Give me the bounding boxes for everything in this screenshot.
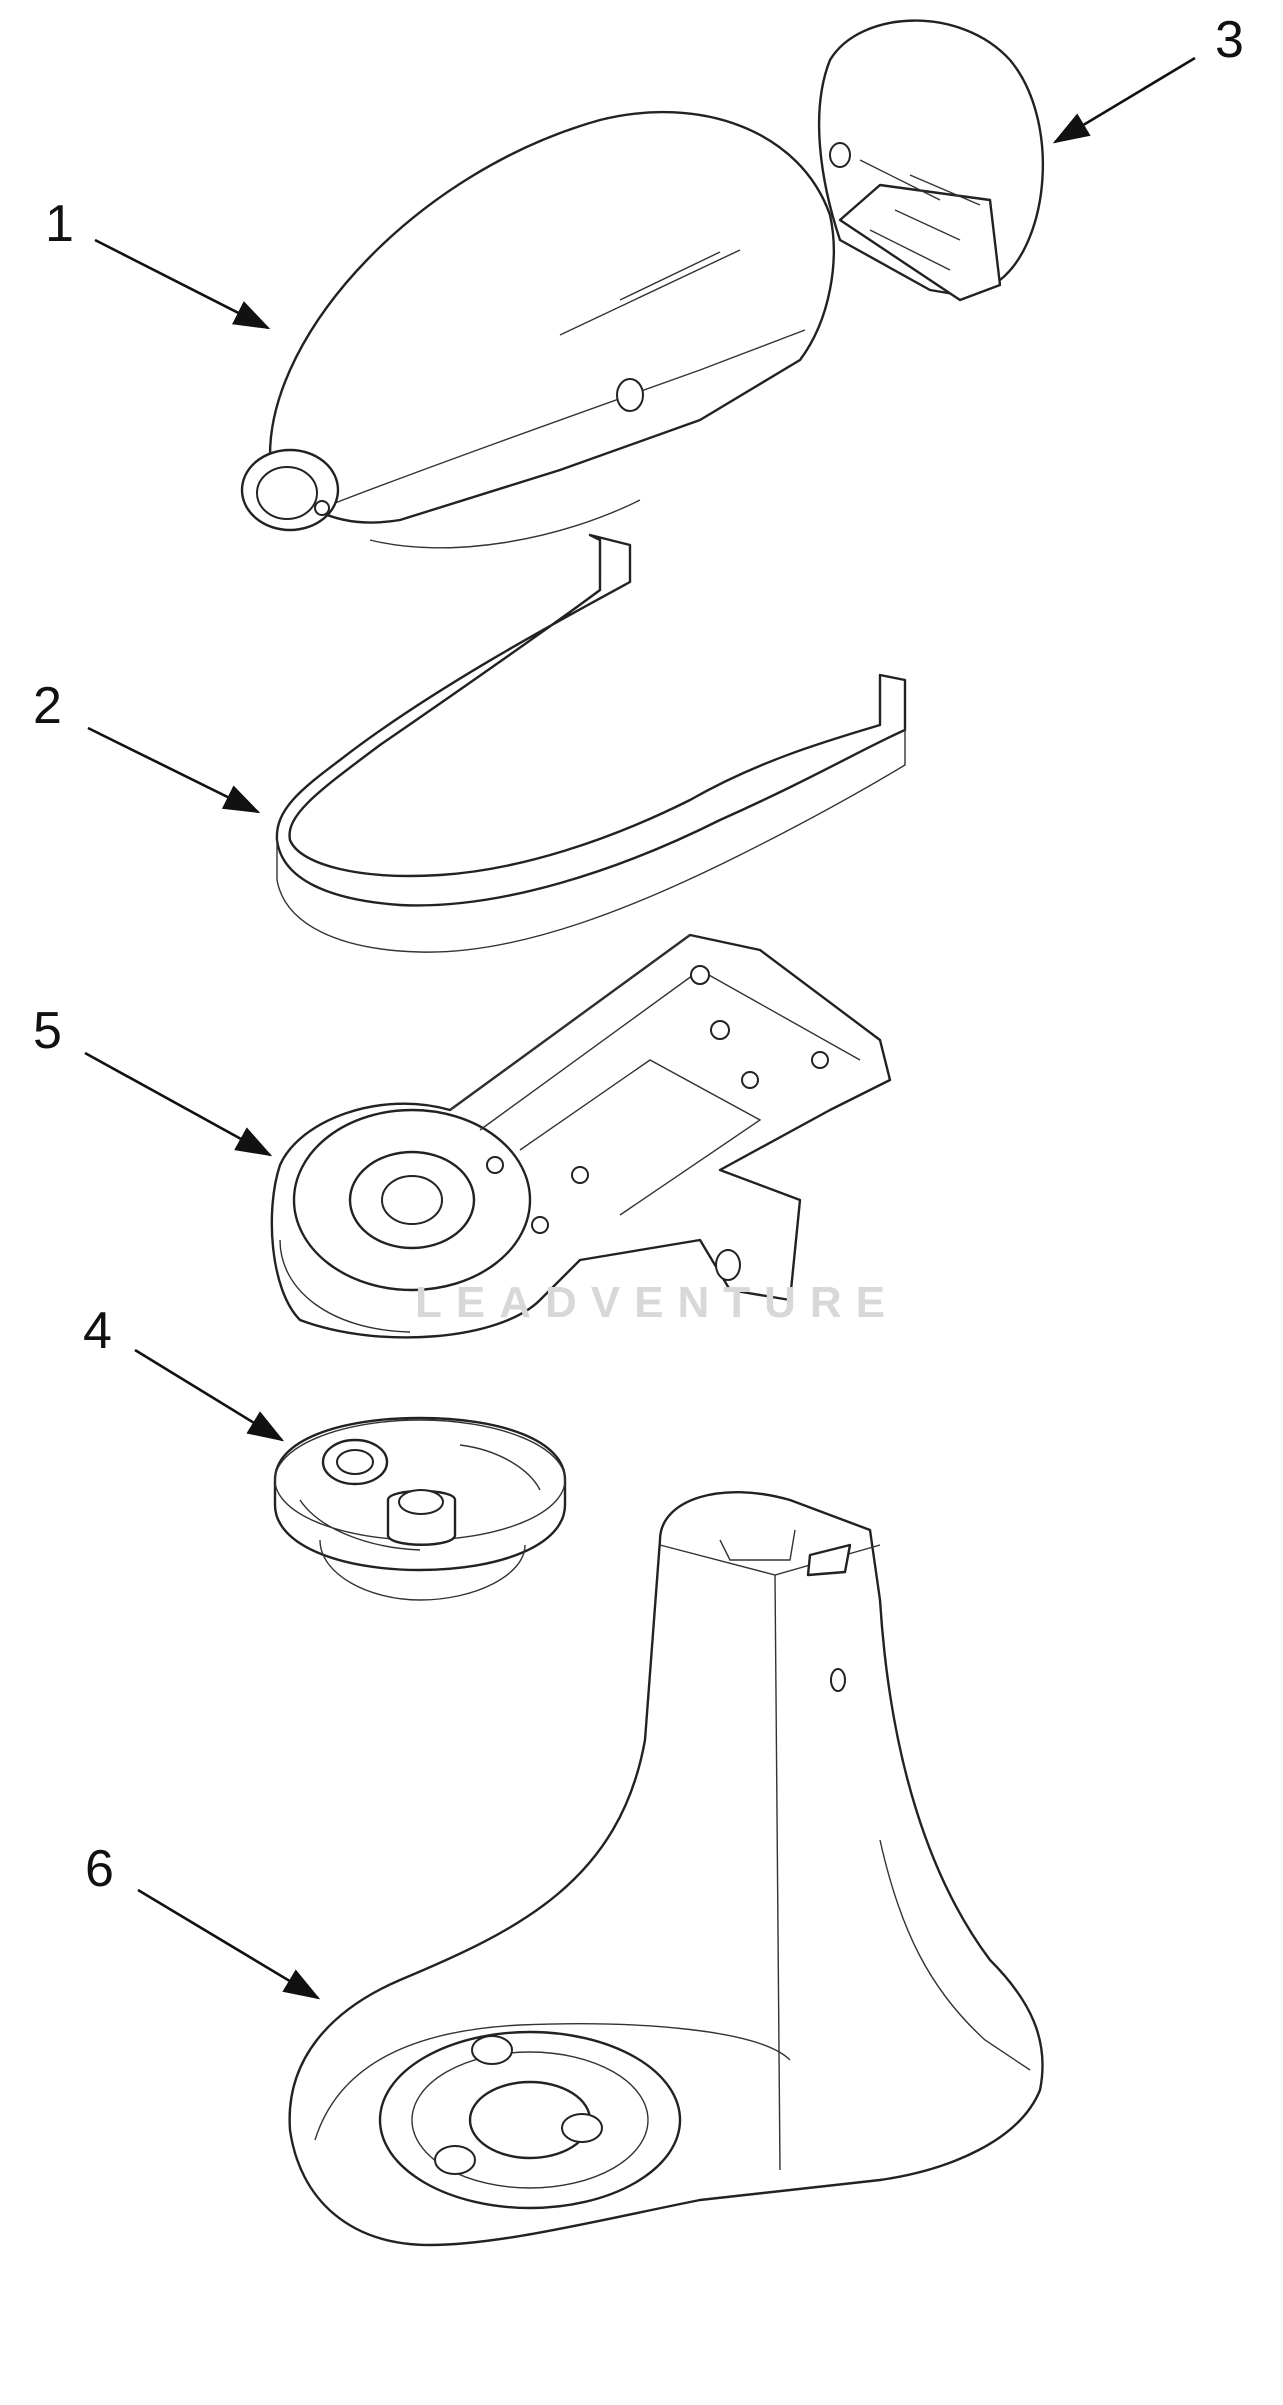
callout-4[interactable]: 4 <box>83 1302 112 1360</box>
part-2-trim-band[interactable] <box>275 533 907 953</box>
callout-1[interactable]: 1 <box>45 195 74 253</box>
arrow-6 <box>137 1888 321 2000</box>
part-1-motor-housing[interactable] <box>240 110 835 549</box>
arrow-4 <box>134 1348 285 1442</box>
callout-6[interactable]: 6 <box>85 1840 114 1898</box>
arrow-1 <box>94 238 271 330</box>
callout-5[interactable]: 5 <box>33 1002 62 1060</box>
part-6-pedestal-base[interactable] <box>288 1490 1044 2247</box>
part-3-rear-cover[interactable] <box>817 19 1045 302</box>
arrow-2 <box>87 726 261 814</box>
part-5-gear-case[interactable] <box>270 933 892 1339</box>
arrow-3 <box>1052 56 1196 144</box>
watermark-text: LEADVENTURE <box>415 1278 900 1327</box>
part-4-planetary-hub[interactable] <box>273 1416 567 1601</box>
callout-3[interactable]: 3 <box>1215 11 1244 69</box>
callout-2[interactable]: 2 <box>33 677 62 735</box>
arrow-5 <box>84 1051 273 1157</box>
